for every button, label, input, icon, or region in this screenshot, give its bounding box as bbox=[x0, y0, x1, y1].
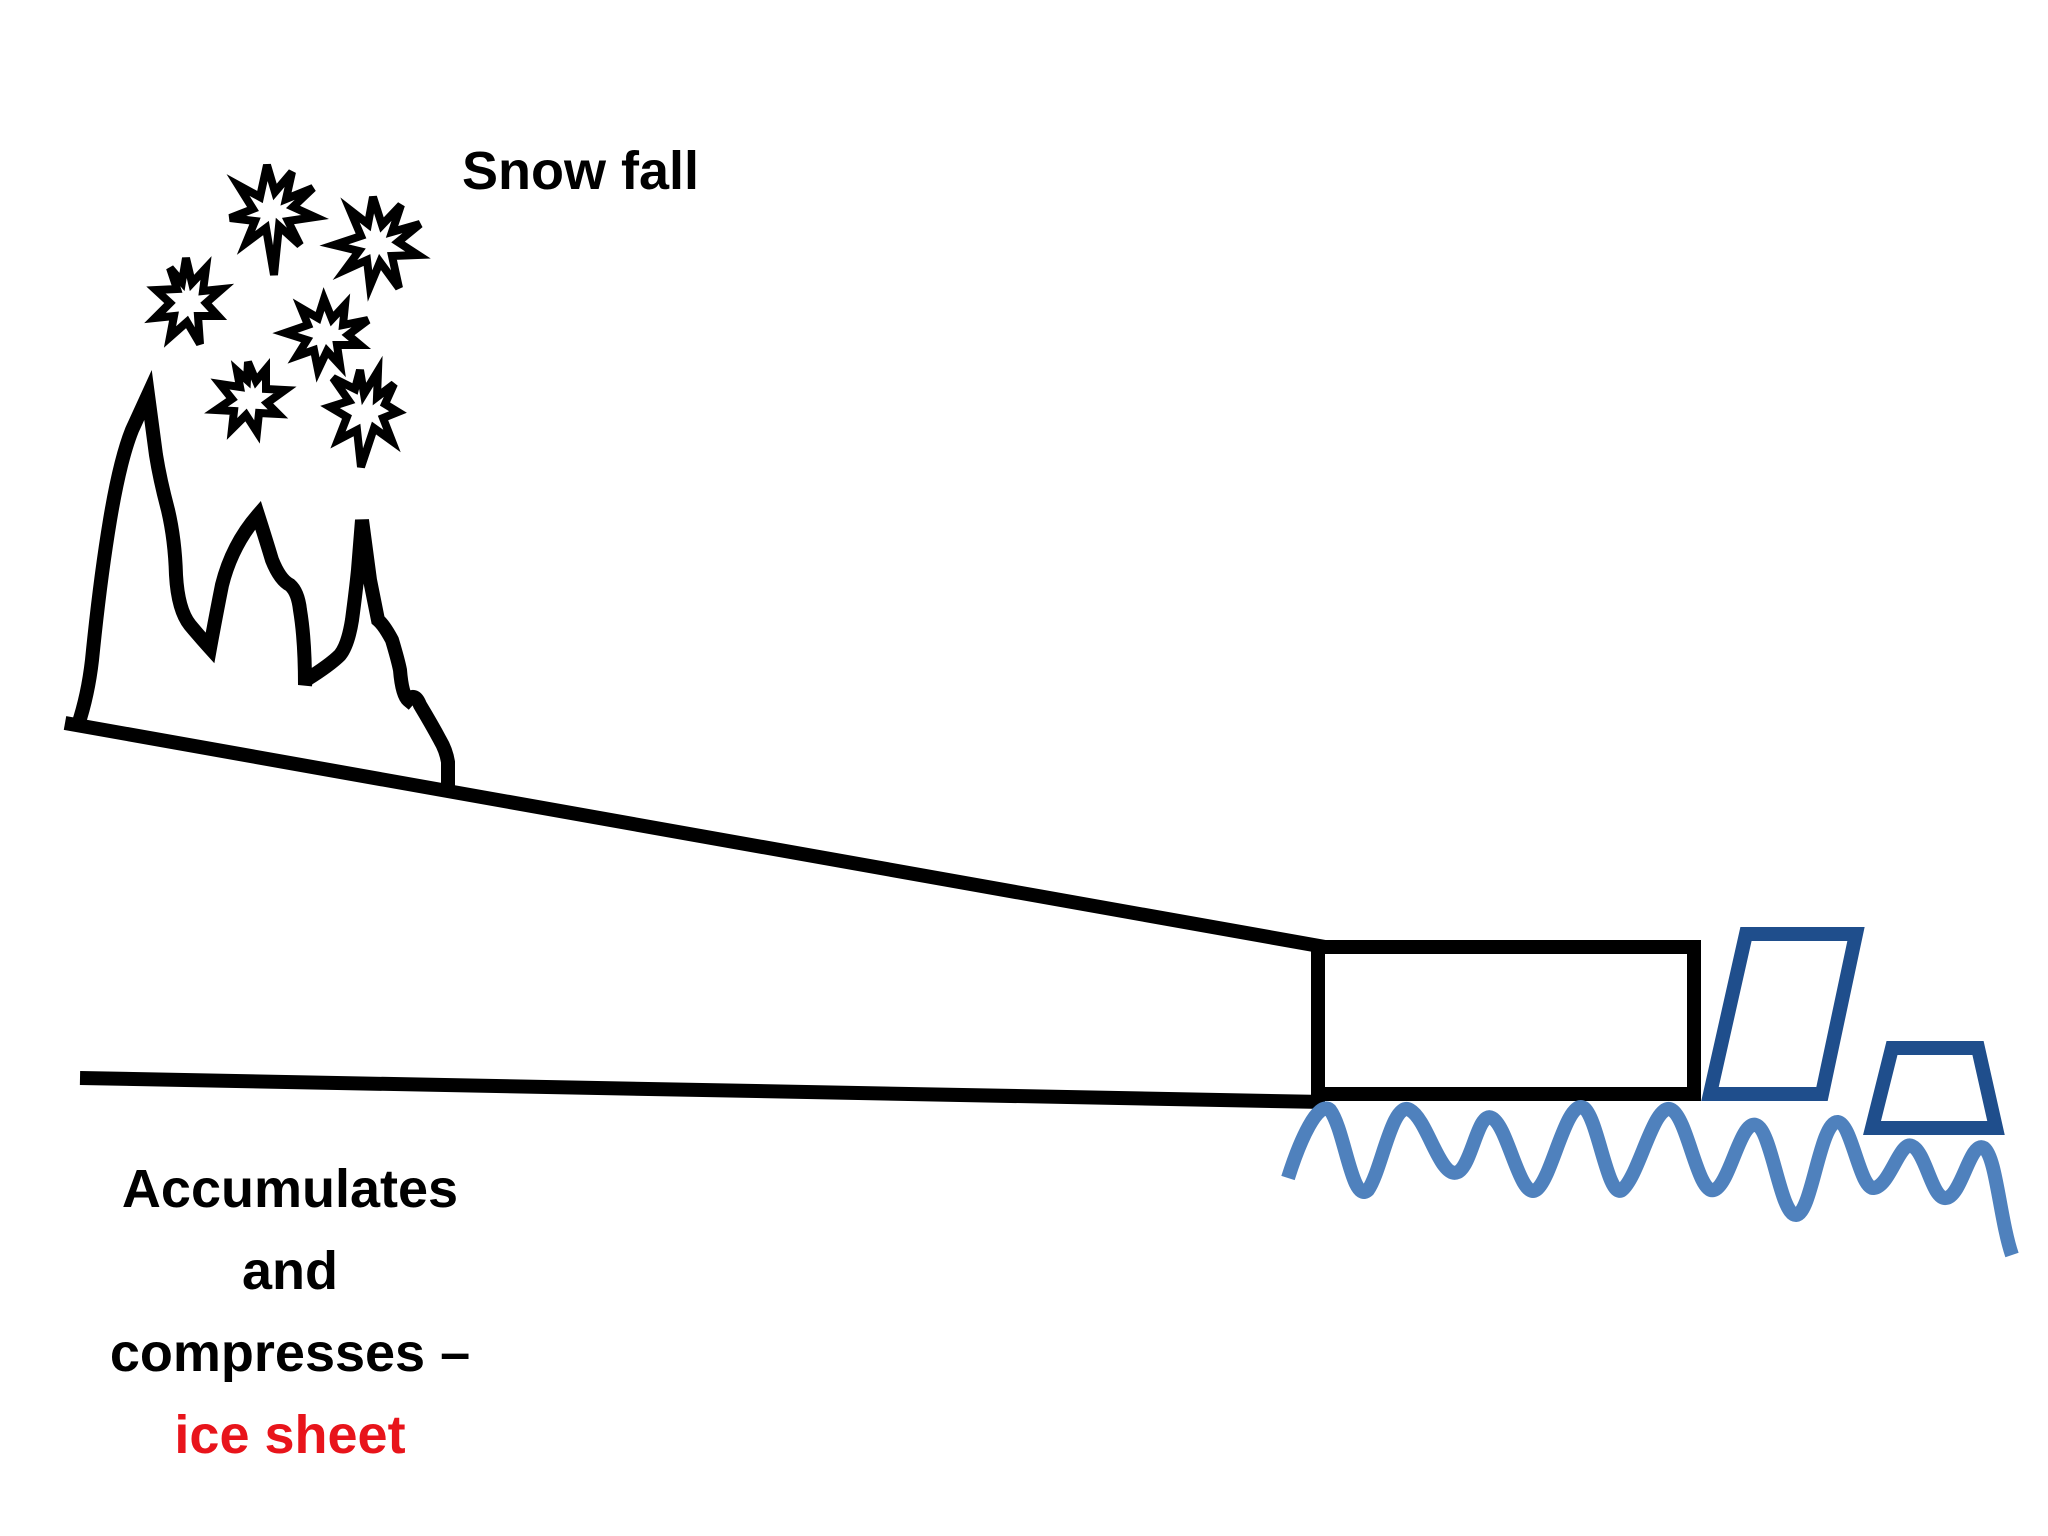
mountain-outline bbox=[71, 370, 455, 792]
ocean-water-wave bbox=[1281, 1100, 2019, 1258]
snowflake-icon bbox=[272, 287, 372, 383]
caption-highlight-ice-sheet: ice sheet bbox=[174, 1405, 406, 1465]
snowflake-icon bbox=[320, 355, 407, 469]
snowflake-icon bbox=[144, 256, 235, 348]
ice-sheet-surface-line bbox=[63, 716, 1327, 954]
snow-fall-label: Snow fall bbox=[462, 141, 700, 201]
caption-line-accumulates: Accumulates bbox=[121, 1159, 459, 1219]
ice-sheet-caption: Accumulates and compresses – ice sheet bbox=[40, 1148, 540, 1476]
snowflake-icon bbox=[204, 357, 297, 444]
caption-line-and: and bbox=[241, 1241, 338, 1301]
snowflakes bbox=[144, 163, 431, 469]
calved-iceberg-small bbox=[1863, 1041, 2005, 1135]
ice-shelf-block bbox=[1311, 940, 1701, 1101]
caption-line-compresses: compresses – bbox=[109, 1323, 471, 1383]
ice-sheet-base-line bbox=[79, 1071, 1326, 1109]
snowflake-icon bbox=[226, 163, 329, 276]
snowflake-icon bbox=[319, 195, 431, 302]
calved-iceberg-large bbox=[1701, 927, 1865, 1101]
